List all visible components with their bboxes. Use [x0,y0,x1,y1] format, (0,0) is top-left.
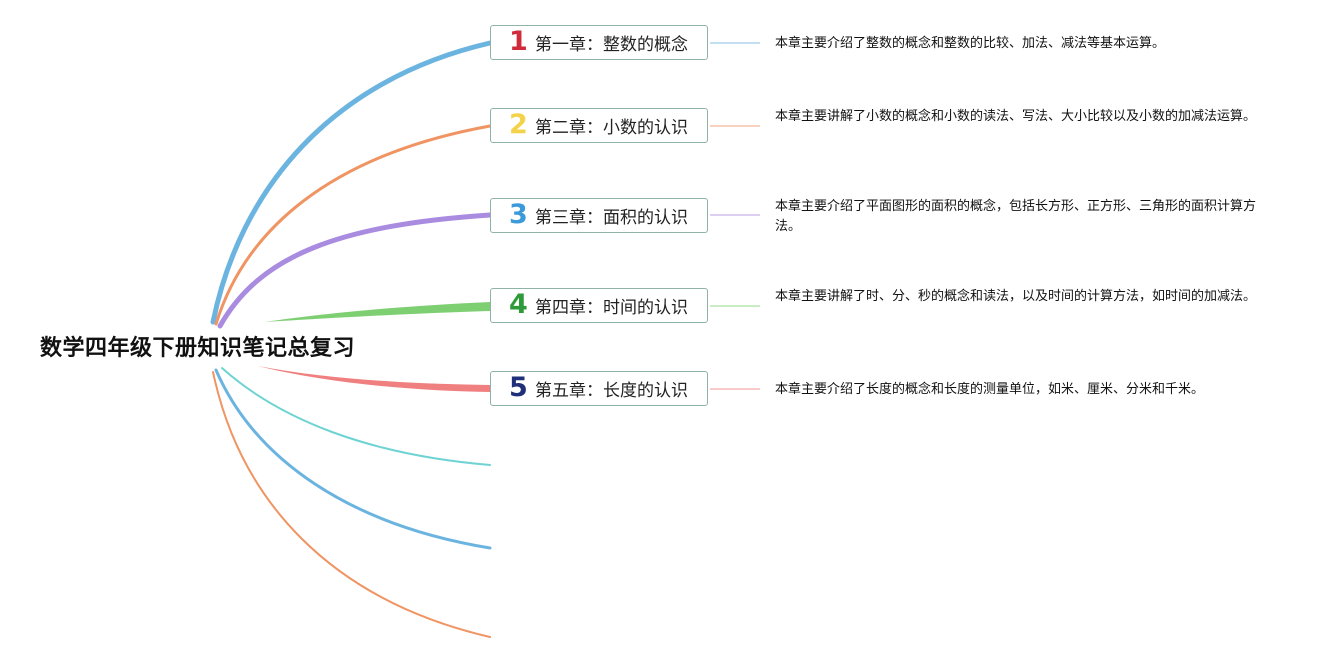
chapter-description-3[interactable]: 本章主要介绍了平面图形的面积的概念，包括长方形、正方形、三角形的面积计算方法。 [775,199,1257,234]
chapter-node-3[interactable]: 3 第三章：面积的认识 [490,198,708,233]
chapter-node-4[interactable]: 4 第四章：时间的认识 [490,288,708,323]
empty-branch-2 [214,368,492,550]
branch-chapter-3 [217,212,493,329]
chapter-label-3: 第三章：面积的认识 [535,208,688,228]
chapter-label-2: 第二章：小数的认识 [535,118,688,138]
branch-chapter-1 [210,40,493,325]
chapter-number-5: 5 [509,372,528,403]
empty-branch-1 [221,367,491,466]
chapter-description-2[interactable]: 本章主要讲解了小数的概念和小数的读法、写法、大小比较以及小数的加减法运算。 [775,109,1257,124]
empty-branch-3 [212,371,491,638]
chapter-number-1: 1 [509,26,528,57]
chapter-number-3: 3 [509,199,528,230]
chapter-node-1[interactable]: 1 第一章：整数的概念 [490,25,708,60]
chapter-number-2: 2 [509,109,528,140]
chapter-description-1[interactable]: 本章主要介绍了整数的概念和整数的比较、加法、减法等基本运算。 [775,36,1166,51]
branch-chapter-5 [258,366,490,392]
chapter-node-5[interactable]: 5 第五章：长度的认识 [490,371,708,406]
root-topic[interactable]: 数学四年级下册知识笔记总复习 [40,336,356,361]
chapter-label-5: 第五章：长度的认识 [535,381,688,401]
branch-chapter-2 [214,124,492,326]
chapter-description-5[interactable]: 本章主要介绍了长度的概念和长度的测量单位，如米、厘米、分米和千米。 [775,382,1205,397]
chapter-label-4: 第四章：时间的认识 [535,298,688,318]
chapter-description-4[interactable]: 本章主要讲解了时、分、秒的概念和读法，以及时间的计算方法，如时间的加减法。 [775,289,1257,304]
branch-chapter-4 [265,302,490,322]
chapter-label-1: 第一章：整数的概念 [535,35,688,55]
chapter-number-4: 4 [509,289,528,320]
chapter-node-2[interactable]: 2 第二章：小数的认识 [490,108,708,143]
